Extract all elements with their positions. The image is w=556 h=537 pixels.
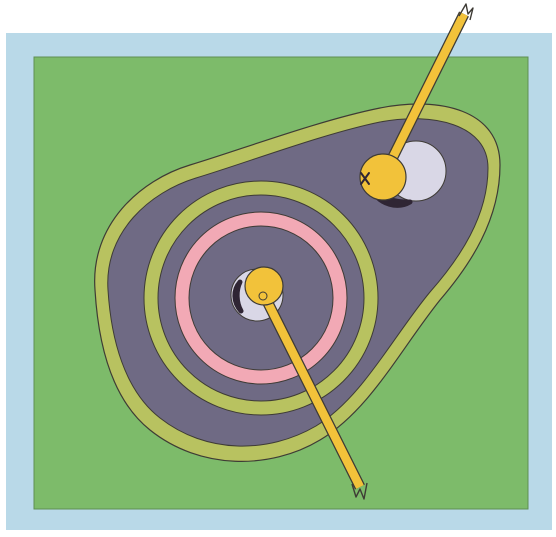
center-bond-dot [259,292,267,300]
